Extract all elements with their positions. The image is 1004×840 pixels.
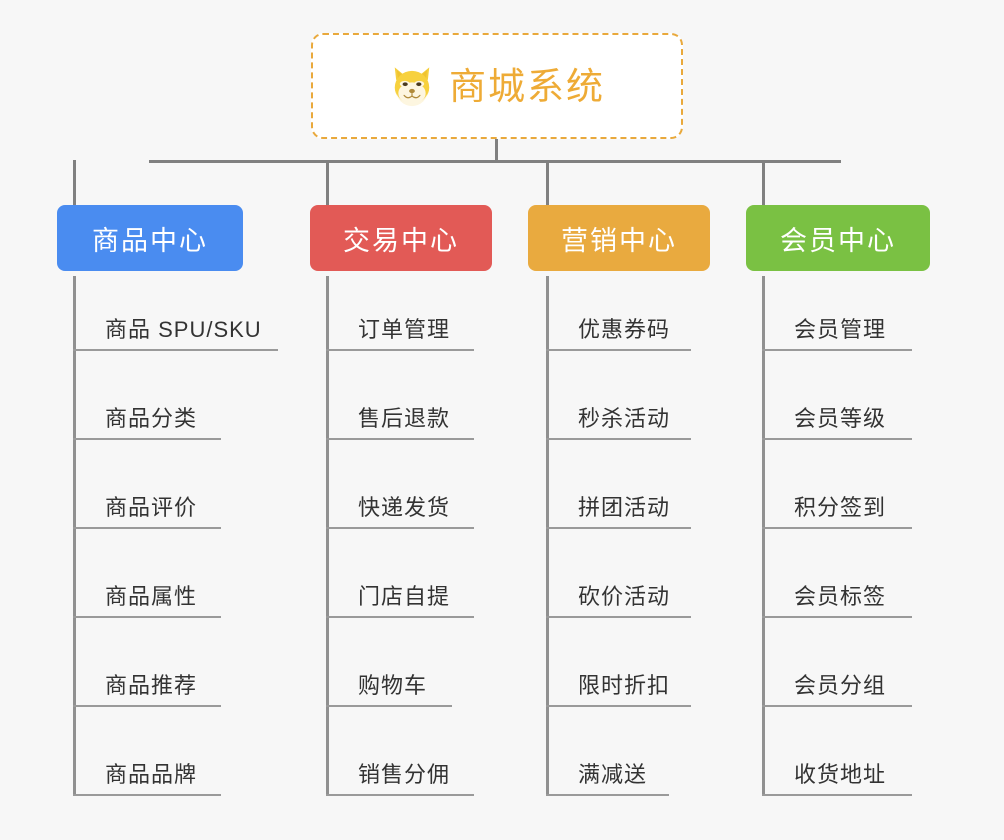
leaf-underline — [326, 794, 474, 796]
column-spine-2 — [326, 276, 329, 794]
leaf-underline — [326, 705, 452, 707]
leaf-underline — [326, 616, 474, 618]
leaf-underline — [73, 438, 221, 440]
root-node[interactable]: 商城系统 — [311, 33, 683, 139]
leaf-item[interactable]: 商品分类 — [105, 406, 198, 431]
leaf-item[interactable]: 会员分组 — [794, 673, 887, 698]
leaf-underline — [73, 616, 221, 618]
leaf-underline — [546, 705, 691, 707]
leaf-item[interactable]: 拼团活动 — [578, 495, 671, 520]
leaf-underline — [762, 616, 912, 618]
root-title: 商城系统 — [449, 65, 605, 107]
leaf-underline — [326, 527, 474, 529]
leaf-underline — [546, 349, 691, 351]
leaf-item[interactable]: 秒杀活动 — [578, 406, 671, 431]
connector-drop-1 — [73, 160, 76, 206]
leaf-item[interactable]: 限时折扣 — [578, 673, 671, 698]
leaf-underline — [326, 349, 474, 351]
leaf-item[interactable]: 会员标签 — [794, 584, 887, 609]
leaf-item[interactable]: 商品属性 — [105, 584, 198, 609]
category-header-2[interactable]: 交易中心 — [310, 205, 492, 271]
connector-horizontal-bus — [149, 160, 841, 163]
leaf-item[interactable]: 商品品牌 — [105, 762, 198, 787]
connector-drop-2 — [326, 160, 329, 206]
leaf-item[interactable]: 商品推荐 — [105, 673, 198, 698]
category-header-4[interactable]: 会员中心 — [746, 205, 930, 271]
leaf-underline — [73, 705, 221, 707]
leaf-underline — [546, 794, 669, 796]
leaf-item[interactable]: 售后退款 — [358, 406, 451, 431]
leaf-underline — [73, 349, 278, 351]
leaf-underline — [762, 705, 912, 707]
leaf-item[interactable]: 快递发货 — [358, 495, 451, 520]
category-header-3[interactable]: 营销中心 — [528, 205, 710, 271]
leaf-underline — [762, 527, 912, 529]
leaf-item[interactable]: 购物车 — [358, 673, 428, 698]
leaf-item[interactable]: 收货地址 — [794, 762, 887, 787]
leaf-item[interactable]: 门店自提 — [358, 584, 451, 609]
leaf-underline — [762, 438, 912, 440]
leaf-item[interactable]: 积分签到 — [794, 495, 887, 520]
leaf-item[interactable]: 销售分佣 — [358, 762, 451, 787]
column-spine-1 — [73, 276, 76, 794]
connector-root-stem — [495, 139, 498, 162]
connector-drop-3 — [546, 160, 549, 206]
leaf-item[interactable]: 砍价活动 — [578, 584, 671, 609]
leaf-underline — [546, 527, 691, 529]
leaf-item[interactable]: 满减送 — [578, 762, 648, 787]
leaf-item[interactable]: 会员等级 — [794, 406, 887, 431]
leaf-underline — [762, 794, 912, 796]
column-spine-4 — [762, 276, 765, 794]
leaf-underline — [762, 349, 912, 351]
leaf-item[interactable]: 会员管理 — [794, 317, 887, 342]
leaf-item[interactable]: 订单管理 — [358, 317, 451, 342]
leaf-underline — [546, 438, 691, 440]
category-header-1[interactable]: 商品中心 — [57, 205, 243, 271]
leaf-underline — [73, 794, 221, 796]
leaf-underline — [326, 438, 474, 440]
leaf-item[interactable]: 商品 SPU/SKU — [105, 317, 262, 342]
leaf-item[interactable]: 商品评价 — [105, 495, 198, 520]
leaf-item[interactable]: 优惠券码 — [578, 317, 671, 342]
connector-drop-4 — [762, 160, 765, 206]
column-spine-3 — [546, 276, 549, 794]
leaf-underline — [73, 527, 221, 529]
dog-face-icon — [394, 67, 430, 107]
leaf-underline — [546, 616, 691, 618]
